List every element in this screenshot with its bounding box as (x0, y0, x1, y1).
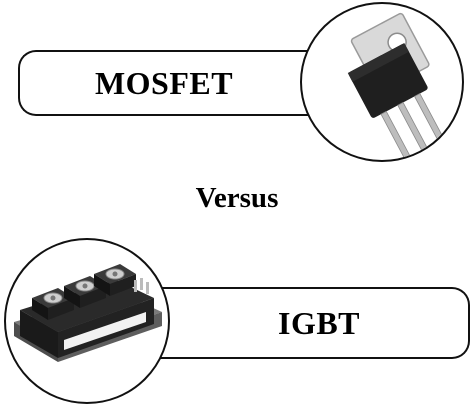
igbt-power-module-icon (14, 264, 162, 362)
to220-mosfet-transistor-icon (347, 12, 445, 160)
mosfet-image-circle (300, 2, 464, 162)
mosfet-label-box: MOSFET (18, 50, 338, 116)
versus-text: Versus (195, 182, 279, 214)
mosfet-label: MOSFET (94, 64, 234, 101)
igbt-image-circle (4, 238, 170, 404)
igbt-label-box: IGBT (150, 287, 470, 359)
igbt-label: IGBT (277, 304, 361, 341)
